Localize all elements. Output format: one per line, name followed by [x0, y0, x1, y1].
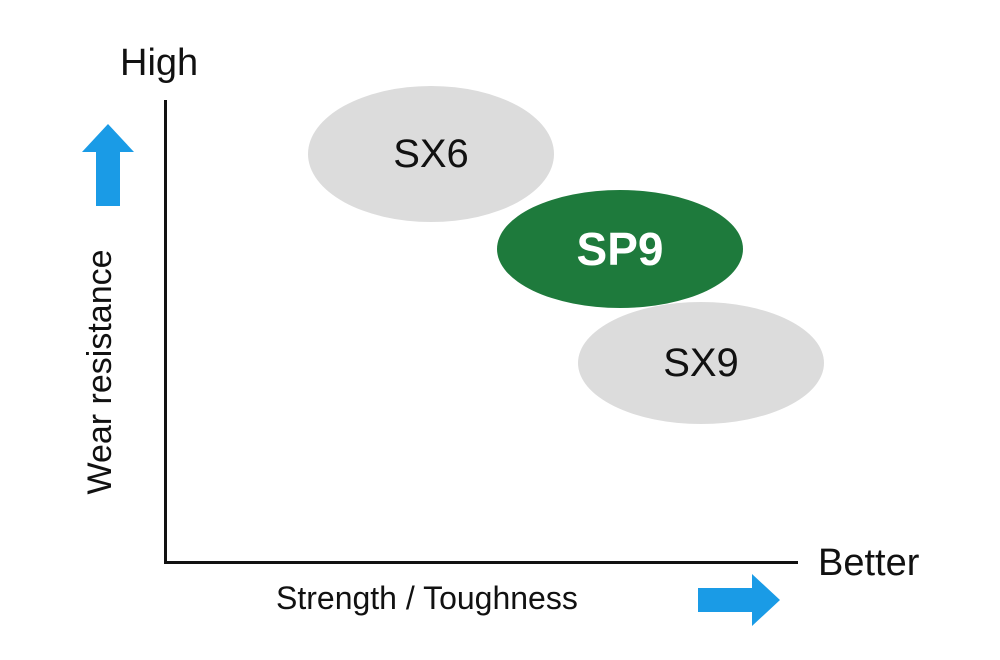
y-axis-high-label: High	[120, 42, 199, 84]
x-axis-better-label: Better	[818, 542, 920, 584]
grade-label-sx9: SX9	[663, 340, 739, 385]
grade-ellipse-sp9: SP9	[497, 190, 743, 308]
y-axis-line	[164, 100, 167, 564]
grade-label-sp9: SP9	[576, 223, 664, 275]
grade-ellipse-sx9: SX9	[578, 302, 824, 424]
grade-ellipse-sx6: SX6	[308, 86, 554, 222]
x-axis-line	[164, 561, 798, 564]
x-axis-title: Strength / Toughness	[276, 580, 578, 616]
grade-label-sx6: SX6	[393, 131, 469, 176]
y-axis-title: Wear resistance	[81, 249, 119, 495]
right-arrow-icon	[698, 574, 780, 626]
up-arrow-icon	[82, 124, 134, 206]
